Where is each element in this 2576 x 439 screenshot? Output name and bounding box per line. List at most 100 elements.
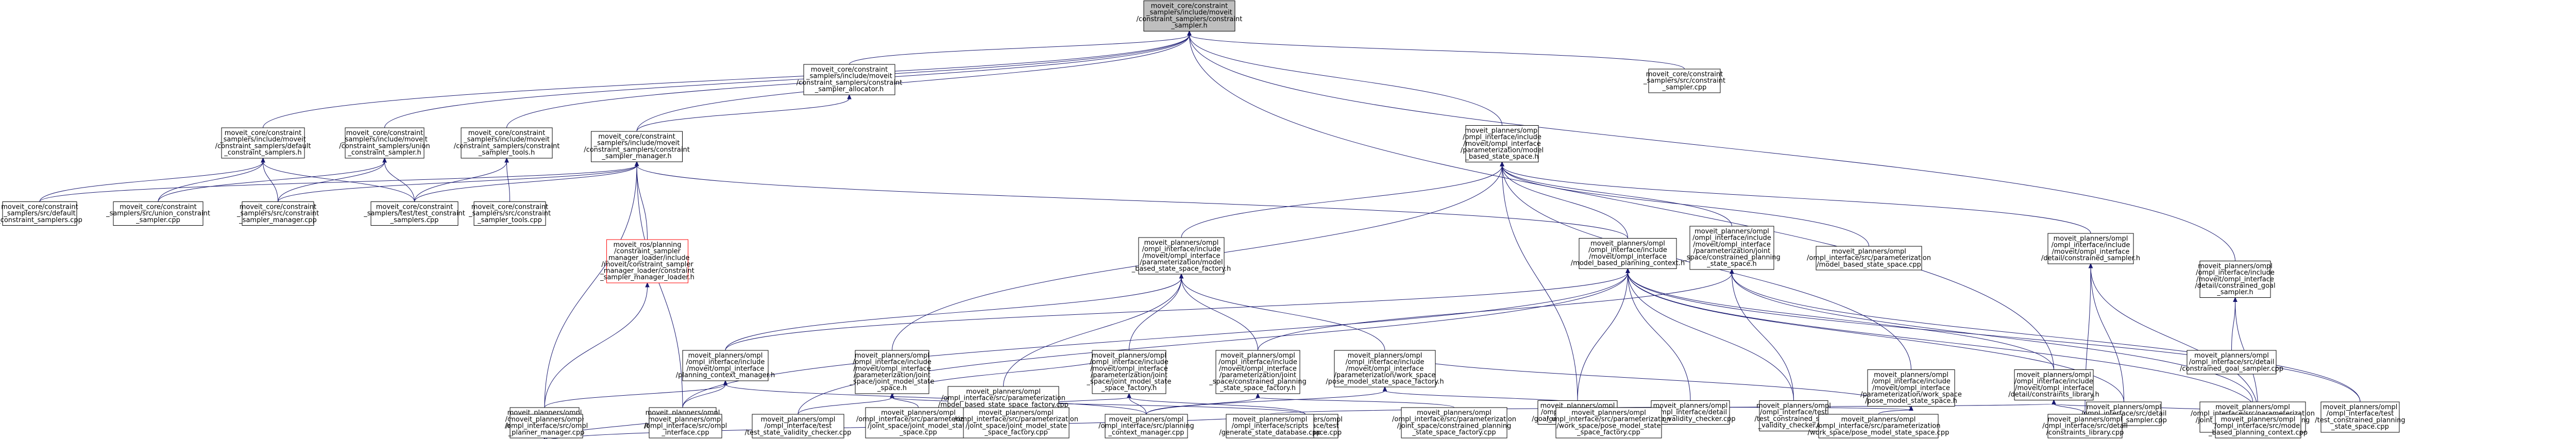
file-node[interactable]: moveit_planners/ompl/ompl_interface/incl… bbox=[1461, 125, 1544, 162]
arrowhead bbox=[2052, 399, 2056, 404]
node-label-line: moveit_ros/planning bbox=[613, 241, 681, 249]
file-node[interactable]: moveit_planners/ompl/ompl_interface/src/… bbox=[2208, 414, 2308, 438]
node-label-line: /ompl_interface/src/parameterization bbox=[954, 416, 1078, 424]
dependency-edge bbox=[263, 161, 415, 202]
node-box bbox=[591, 131, 683, 162]
file-node[interactable]: moveit_planners/ompl/ompl_interface/src/… bbox=[856, 407, 980, 438]
node-box bbox=[345, 127, 425, 159]
node-label-line: /joint_space/joint_model_state bbox=[868, 422, 969, 430]
file-node[interactable]: moveit_planners/ompl/ompl_interface/incl… bbox=[1209, 350, 1307, 394]
node-label-line: /joint_space/joint_model_state bbox=[965, 422, 1067, 430]
node-label-line: _sampler_tools.h bbox=[478, 149, 535, 157]
file-node[interactable]: moveit_planners/ompl/ompl_interface/incl… bbox=[1683, 226, 1781, 270]
file-node[interactable]: moveit_planners/ompl/ompl_interface/deta… bbox=[1645, 400, 1736, 425]
node-box bbox=[473, 201, 546, 226]
file-node[interactable]: moveit_planners/ompl/ompl_interface/src/… bbox=[1807, 246, 1931, 271]
dependency-edge bbox=[1129, 397, 1306, 415]
file-node[interactable]: moveit_planners/ompl/ompl_interface/src/… bbox=[2042, 414, 2128, 438]
file-node[interactable]: moveit_planners/ompl/ompl_interface/src/… bbox=[644, 414, 727, 438]
file-node[interactable]: moveit_planners/ompl/ompl_interface/src/… bbox=[938, 386, 1069, 411]
dependency-edge bbox=[1146, 397, 1258, 415]
node-label-line: /ompl_interface/include bbox=[1142, 246, 1221, 254]
dependency-edge bbox=[1732, 273, 1794, 401]
node-label-line: /constraint_samplers/constraint bbox=[584, 146, 690, 154]
file-node[interactable]: moveit_planners/ompl/ompl_interface/src/… bbox=[2180, 350, 2283, 375]
node-label-line: _state_space_factory.cpp bbox=[1412, 429, 1496, 436]
node-box bbox=[2199, 261, 2271, 298]
arrowhead bbox=[504, 157, 509, 163]
file-node[interactable]: moveit_planners/ompl/ompl_interface/scri… bbox=[1219, 414, 1321, 438]
dependency-edge bbox=[798, 272, 1628, 415]
node-label-line: _interface.cpp bbox=[661, 429, 709, 436]
file-node[interactable]: moveit_planners/ompl/ompl_interface/src/… bbox=[1098, 414, 1194, 438]
file-node[interactable]: moveit_core/constraint_samplers/src/cons… bbox=[236, 201, 319, 226]
file-node[interactable]: moveit_core/constraint_samplers/include/… bbox=[454, 127, 560, 159]
file-node[interactable]: moveit_planners/ompl/ompl_interface/src/… bbox=[1547, 407, 1671, 438]
file-node[interactable]: moveit_core/constraint_samplers/src/defa… bbox=[0, 201, 82, 226]
file-node[interactable]: moveit_planners/ompl/ompl_interface/incl… bbox=[2008, 369, 2099, 400]
file-node[interactable]: moveit_planners/ompl/ompl_interface/incl… bbox=[1087, 350, 1172, 394]
node-label-line: _constraint_sampler.h bbox=[347, 149, 421, 157]
file-node[interactable]: moveit_planners/ompl/ompl_interface/incl… bbox=[1571, 238, 1685, 269]
node-label-line: /ompl_interface/test bbox=[1760, 409, 1827, 416]
node-label-line: moveit_planners/ompl bbox=[1590, 240, 1665, 248]
dependency-edge bbox=[682, 384, 726, 408]
node-label-line: moveit_planners/ompl bbox=[2221, 416, 2296, 424]
node-box bbox=[2320, 401, 2400, 433]
node-label-line: /ompl_interface/src/planning bbox=[1098, 423, 1194, 430]
node-label-line: /moveit/ompl_interface bbox=[1219, 365, 1297, 373]
dependency-edge bbox=[2090, 267, 2124, 402]
file-node[interactable]: moveit_core/constraint_samplers/include/… bbox=[215, 127, 311, 159]
node-label-line: /model_based_state_space.cpp bbox=[1817, 261, 1921, 268]
node-label-line: /ompl_interface/src/detail bbox=[2042, 423, 2128, 430]
dependency-edge bbox=[636, 165, 648, 240]
node-box bbox=[947, 386, 1059, 411]
file-node[interactable]: moveit_planners/ompl/ompl_interface/incl… bbox=[2041, 233, 2140, 264]
arrowhead bbox=[1187, 30, 1192, 36]
root-file-node[interactable]: moveit_core/constraint_samplers/include/… bbox=[1137, 1, 1243, 31]
file-node[interactable]: moveit_planners/ompl/ompl_interface/test… bbox=[745, 414, 852, 438]
node-box bbox=[113, 201, 204, 226]
file-node[interactable]: moveit_core/constraint_samplers/include/… bbox=[796, 64, 903, 95]
dependency-edge bbox=[1502, 165, 1869, 247]
node-label-line: _sampler_tools.cpp bbox=[477, 216, 542, 224]
file-node[interactable]: moveit_planners/ompl/ompl_interface/incl… bbox=[1131, 237, 1231, 275]
file-node[interactable]: moveit_planners/ompl/ompl_interface/src/… bbox=[1808, 414, 1950, 438]
node-box bbox=[1105, 414, 1188, 438]
file-node[interactable]: moveit_core/constraint_samplers/src/cons… bbox=[468, 201, 551, 226]
file-node[interactable]: moveit_core/constraint_samplers/include/… bbox=[584, 131, 690, 162]
node-label-line: _sampler_manager_loader.h bbox=[600, 274, 694, 281]
node-label-line: /constraint_samplers/constraint bbox=[796, 79, 903, 87]
node-box bbox=[2, 201, 77, 226]
node-label-line: moveit_core/constraint bbox=[468, 129, 546, 137]
file-node[interactable]: moveit_planners/ompl/ompl_interface/incl… bbox=[1326, 350, 1444, 387]
file-node[interactable]: moveit_planners/ompl/ompl_interface/test… bbox=[2315, 401, 2405, 433]
arrowhead bbox=[1256, 393, 1260, 398]
file-node[interactable]: moveit_planners/ompl/ompl_interface/src/… bbox=[505, 414, 588, 438]
node-label-line: /generate_state_database.cpp bbox=[1219, 429, 1320, 436]
file-node[interactable]: moveit_planners/ompl/ompl_interface/incl… bbox=[2195, 261, 2276, 298]
file-node[interactable]: moveit_planners/ompl/ompl_interface/test… bbox=[1755, 400, 1833, 431]
node-label-line: _state_space.h bbox=[1706, 260, 1756, 268]
file-node[interactable]: moveit_core/constraint_samplers/src/unio… bbox=[106, 201, 210, 226]
node-label-line: _validity_checker.cpp bbox=[1757, 421, 1829, 429]
node-label-line: /model_based_state_space_factory.cpp bbox=[938, 401, 1069, 409]
file-node[interactable]: moveit_planners/ompl/ompl_interface/incl… bbox=[1860, 369, 1962, 407]
arrowhead bbox=[1179, 273, 1184, 279]
node-label-line: moveit_planners/ompl bbox=[648, 416, 723, 424]
file-node[interactable]: moveit_core/constraint_samplers/test/tes… bbox=[363, 201, 465, 226]
file-node[interactable]: moveit_planners/ompl/ompl_interface/incl… bbox=[850, 350, 935, 394]
file-node[interactable]: moveit_ros/planning/constraint_sampler_m… bbox=[600, 239, 694, 283]
node-box bbox=[1867, 369, 1955, 407]
node-box bbox=[606, 239, 688, 283]
file-node[interactable]: moveit_core/constraint_samplers/include/… bbox=[339, 127, 430, 159]
dependency-edge bbox=[39, 165, 637, 202]
file-node[interactable]: moveit_planners/ompl/ompl_interface/incl… bbox=[676, 350, 775, 381]
node-label-line: /test_constrained_planning bbox=[2315, 416, 2405, 424]
file-node[interactable]: moveit_planners/ompl/ompl_interface/src/… bbox=[954, 407, 1078, 438]
dependency-edge bbox=[1181, 277, 1258, 351]
file-node[interactable]: moveit_core/constraint_samplers/src/cons… bbox=[1643, 69, 1725, 93]
file-node[interactable]: moveit_planners/ompl/ompl_interface/src/… bbox=[1392, 407, 1516, 438]
dependency-edge bbox=[1628, 272, 2124, 402]
